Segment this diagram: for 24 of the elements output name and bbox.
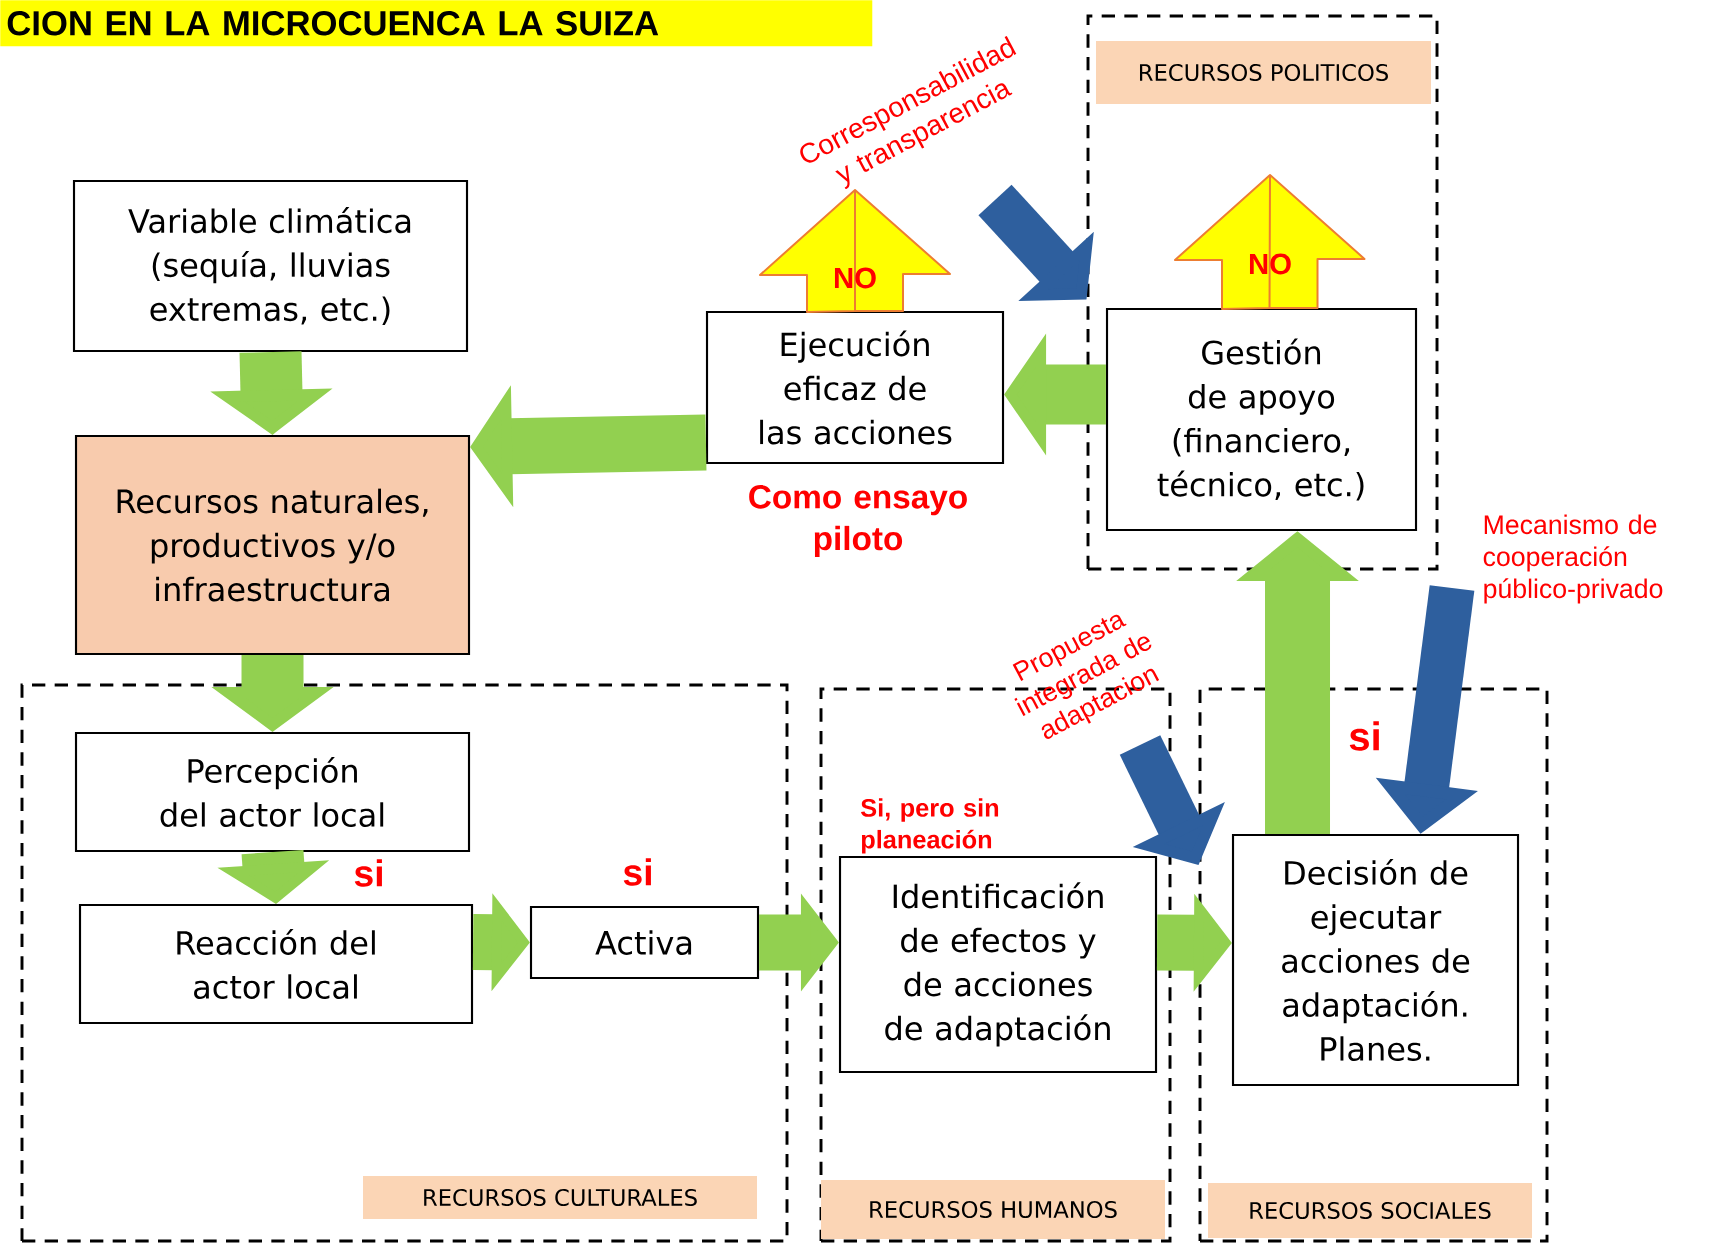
process-box: Decisión de ejecutar acciones de adaptación. Planes. [1231, 833, 1520, 1087]
group-heading: RECURSOS CULTURALES [363, 1176, 757, 1219]
process-box: Ejecución eficaz de las acciones [705, 310, 1005, 465]
block-arrow [1174, 174, 1366, 310]
edge-label: si [1349, 721, 1379, 751]
title: CION EN LA MICROCUENCA LA SUIZA [0, 0, 873, 47]
process-box: Identificación de efectos y de acciones de adaptación [838, 855, 1158, 1074]
group-heading: RECURSOS HUMANOS [821, 1180, 1165, 1239]
process-box: Activa [529, 905, 760, 980]
group-heading: RECURSOS POLITICOS [1096, 41, 1431, 104]
note-text: Si, pero sin planeación [861, 798, 999, 854]
note-text: Como ensayo piloto [749, 485, 967, 557]
process-box: Variable climática (sequía, lluvias extremas, etc.) [72, 179, 469, 353]
edge-label: si [354, 859, 382, 887]
block-arrow [759, 189, 951, 313]
process-box: Gestión de apoyo (financiero, técnico, etc.) [1105, 307, 1418, 532]
group-heading: RECURSOS SOCIALES [1208, 1183, 1532, 1238]
process-box: Recursos naturales, productivos y/o infraestructura [74, 434, 471, 656]
edge-label: NO [835, 267, 876, 289]
edge-label: Mecanismo de cooperación público-privado [1483, 514, 1663, 604]
note-text: si [623, 858, 651, 886]
edge-label: NO [1250, 253, 1291, 275]
process-box: Reacción del actor local [78, 903, 474, 1025]
process-box: Percepción del actor local [74, 731, 471, 853]
